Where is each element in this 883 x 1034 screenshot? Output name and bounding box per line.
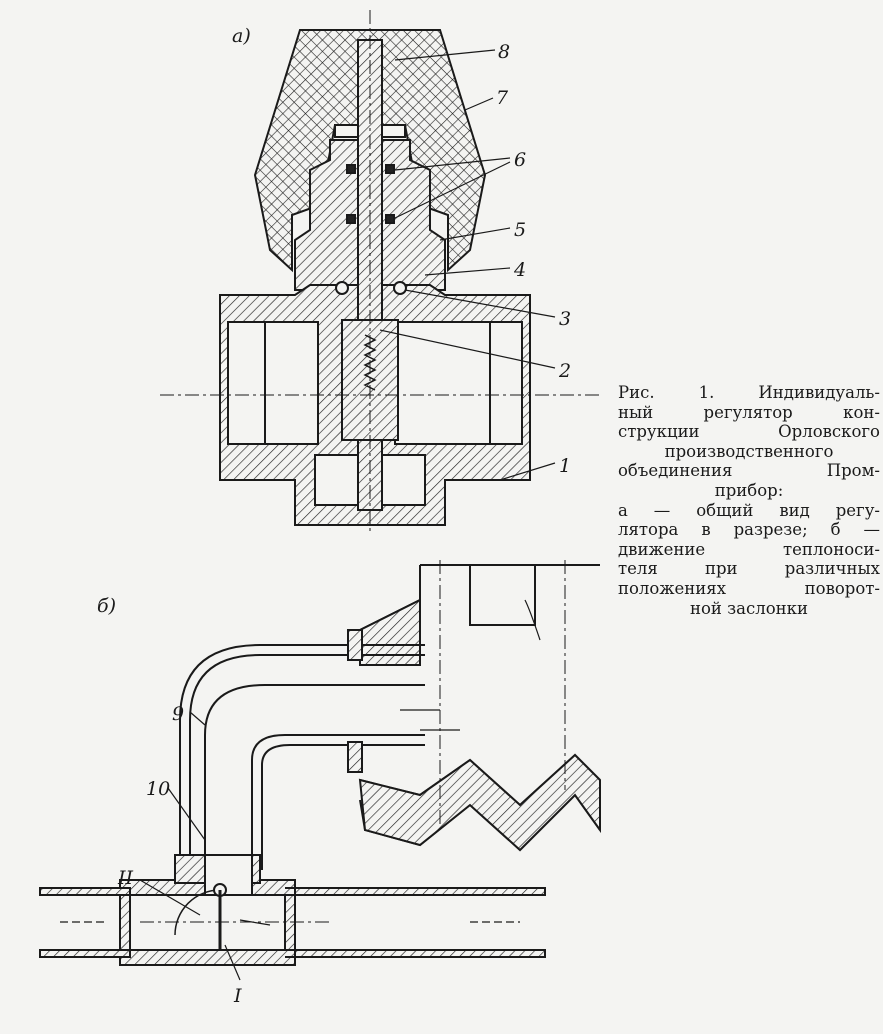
flow-diagram [39, 560, 601, 981]
caption-line: теля при различных [618, 559, 880, 579]
callout-5: 5 [514, 219, 526, 241]
callout-9: 9 [172, 703, 184, 725]
callout-3: 3 [559, 308, 571, 330]
caption-line: положениях поворот- [618, 578, 880, 598]
caption-line: движение теплоноси- [618, 539, 880, 559]
caption-line: прибор: [714, 480, 784, 500]
callout-10: 10 [146, 778, 170, 800]
callout-4: 4 [513, 259, 526, 281]
callout-I: I [233, 985, 242, 1007]
callout-II: II [117, 867, 134, 889]
figure-caption: Рис. 1. Индивидуаль- ный регулятор кон- … [618, 383, 880, 618]
valve-section-view [160, 10, 600, 535]
caption-line: а — общий вид регу- [618, 500, 880, 520]
callout-7: 7 [496, 87, 509, 109]
callout-8: 8 [498, 41, 510, 63]
caption-line: струкции Орловского [618, 422, 880, 442]
caption-line: объединения Пром- [618, 461, 880, 481]
caption-line: ной заслонки [690, 598, 808, 618]
callout-6: 6 [514, 149, 526, 171]
caption-line: Рис. 1. Индивидуаль- [618, 383, 880, 402]
callout-1: 1 [559, 455, 571, 477]
caption-line: лятора в разрезе; б — [618, 520, 880, 540]
part-b-label: б) [97, 595, 116, 617]
callout-2: 2 [558, 360, 571, 382]
caption-line: ный регулятор кон- [618, 402, 880, 422]
caption-line: производственного [664, 441, 834, 461]
part-a-label: а) [232, 25, 251, 47]
